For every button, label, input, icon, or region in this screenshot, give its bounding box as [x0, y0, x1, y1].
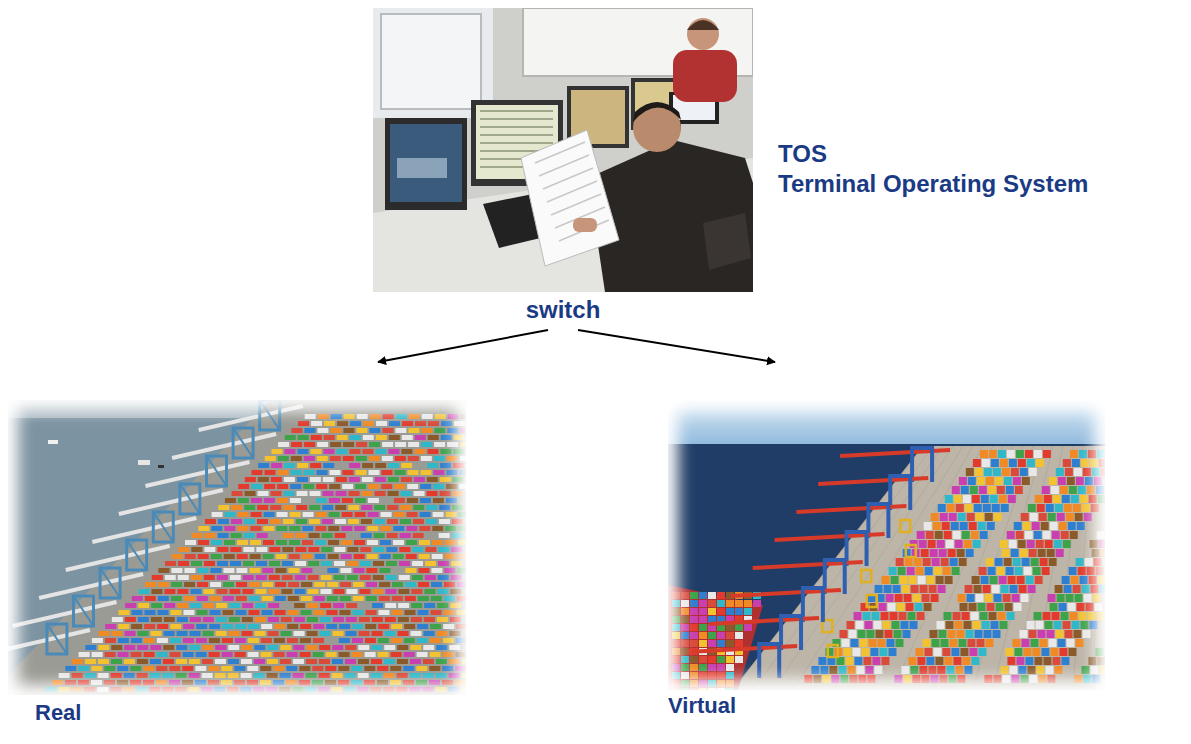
text-holder: Terminal Operating System	[778, 170, 1088, 199]
scene-drawing	[668, 400, 1105, 690]
soft-edge	[8, 400, 466, 695]
photo-illustration	[668, 400, 1105, 690]
arrow-connector	[578, 330, 775, 362]
caption-text: Virtual	[668, 693, 736, 719]
text-holder: Real	[35, 700, 81, 726]
image-panel: TOSTerminal Operating Systemswitch	[373, 8, 753, 330]
photo-illustration	[373, 8, 753, 292]
text-holder: Virtual	[668, 693, 736, 719]
scene-drawing	[373, 8, 753, 292]
caption-text: TOS	[778, 140, 827, 169]
text-holder: TOS	[778, 140, 827, 169]
text-holder: switch	[373, 296, 753, 325]
soft-edge	[668, 400, 1105, 690]
image-panel: Virtual	[668, 362, 1105, 724]
arrow-connector	[378, 330, 548, 362]
caption-text: switch	[373, 296, 753, 325]
photo-illustration	[8, 400, 466, 695]
caption-text: Terminal Operating System	[778, 170, 1088, 199]
image-panel: Real	[8, 362, 466, 734]
scene-drawing	[8, 400, 466, 695]
caption-text: Real	[35, 700, 81, 726]
